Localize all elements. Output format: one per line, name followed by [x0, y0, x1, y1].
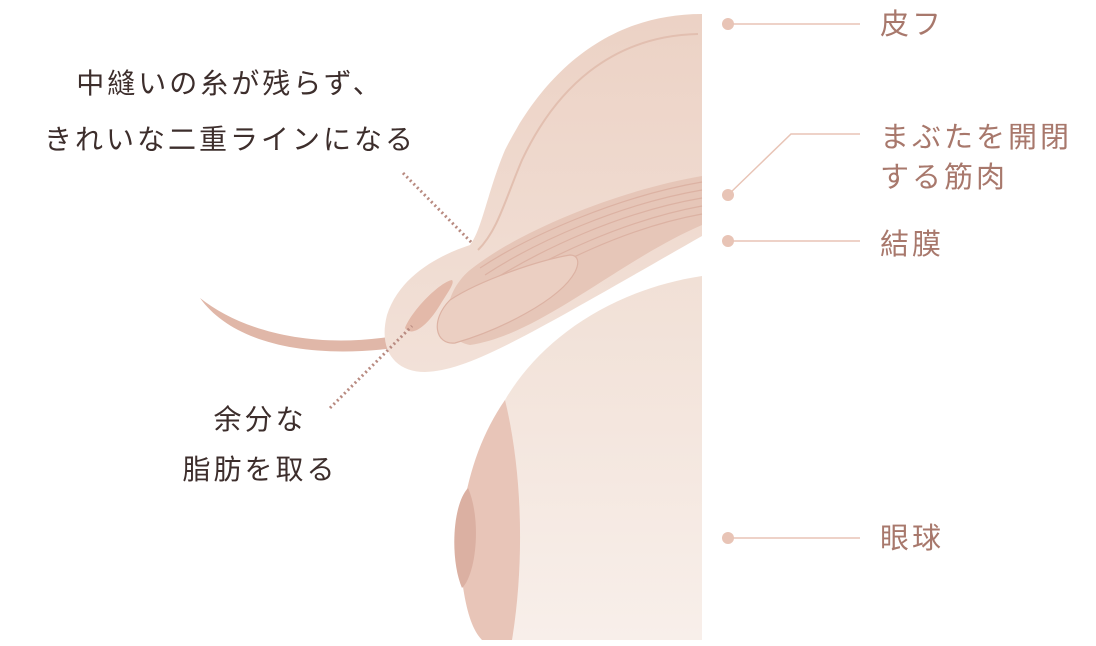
note-bottom-line-1: 余分な — [213, 403, 307, 436]
note-bottom: 余分な 脂肪を取る — [160, 398, 360, 492]
eyelashes — [200, 298, 395, 352]
note-top-line-2: きれいな二重ラインになる — [43, 123, 416, 156]
tarsal-plate — [436, 254, 579, 344]
label-muscle: まぶたを開閉 する筋肉 — [880, 117, 1072, 197]
label-conjunctiva: 結膜 — [880, 227, 945, 261]
note-bottom-line-2: 脂肪を取る — [182, 453, 338, 486]
cornea — [460, 400, 521, 640]
note-top-line-1: 中縫いの糸が残らず、 — [76, 67, 384, 100]
skin-line — [477, 33, 699, 251]
label-skin: 皮フ — [880, 7, 945, 41]
note-top: 中縫いの糸が残らず、 きれいな二重ラインになる — [15, 62, 445, 162]
eyeball — [472, 276, 702, 640]
fat — [405, 280, 453, 332]
note-top-pointer — [401, 171, 474, 245]
label-eyeball: 眼球 — [880, 521, 945, 555]
leader-lines — [722, 18, 860, 544]
label-muscle-line-1: まぶたを開閉 — [880, 120, 1073, 154]
label-muscle-line-2: する筋肉 — [880, 160, 1009, 194]
note-bottom-pointer — [328, 324, 414, 410]
iris — [454, 488, 476, 588]
